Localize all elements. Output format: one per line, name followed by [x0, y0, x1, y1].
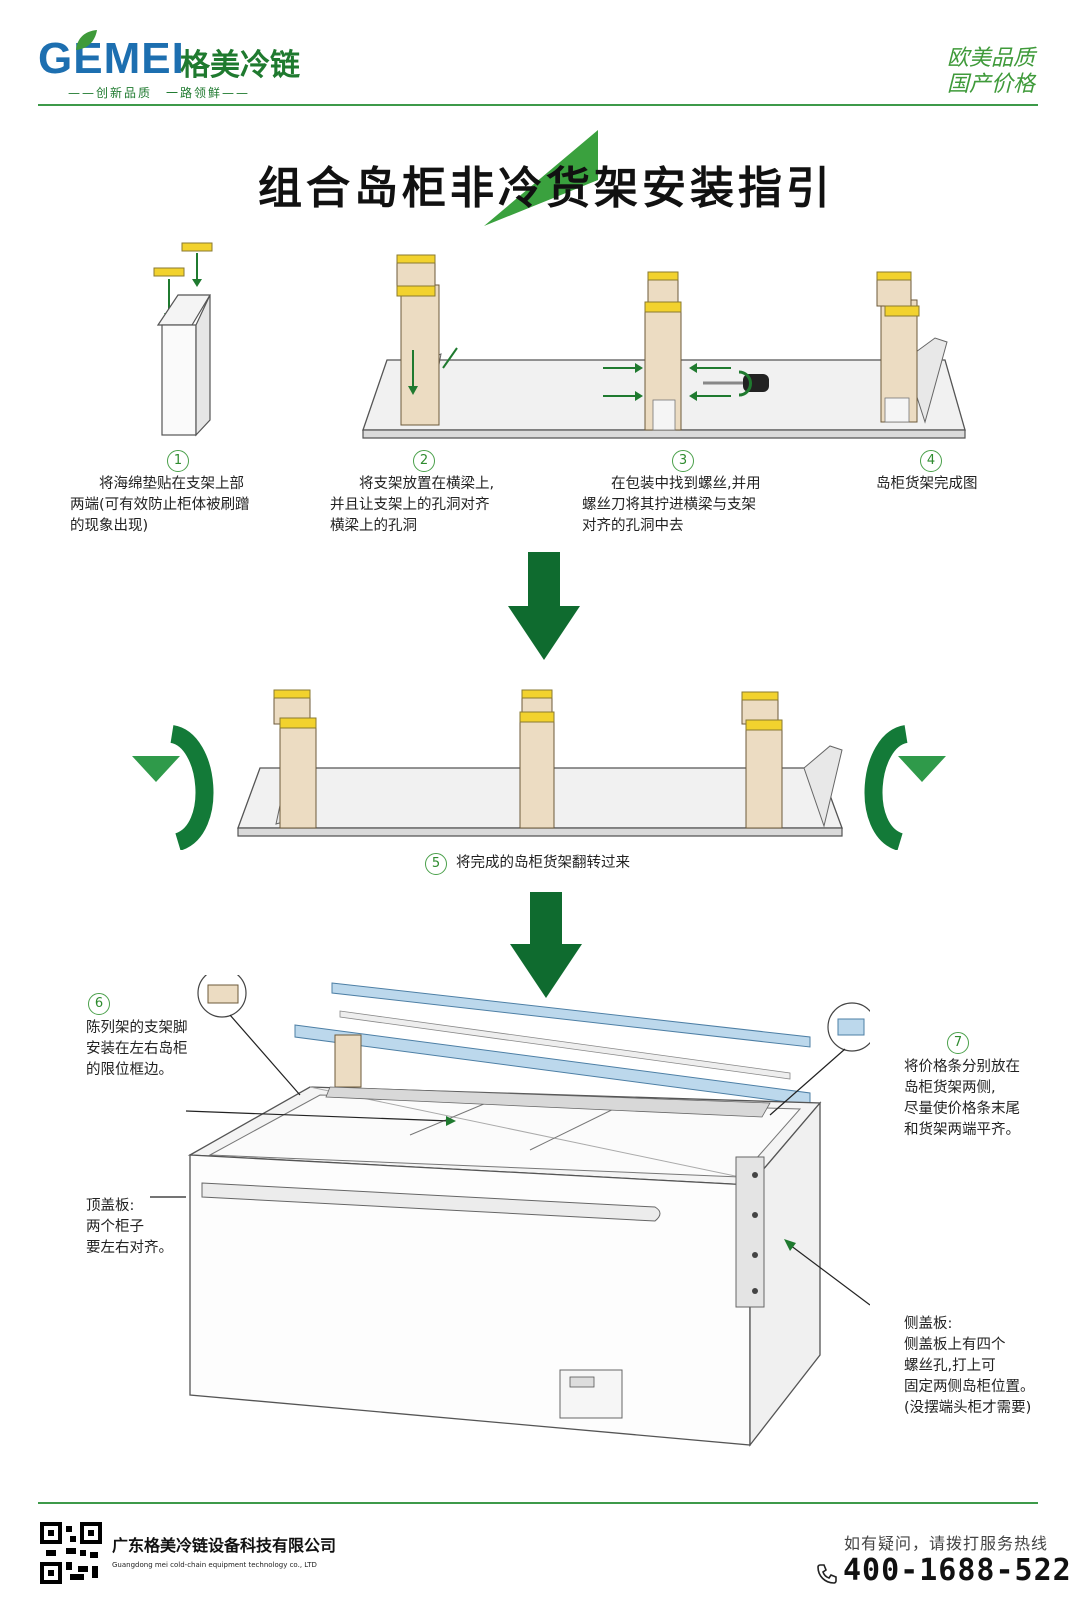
step2-caption: 将支架放置在横梁上, 并且让支架上的孔洞对齐 横梁上的孔洞 [330, 476, 495, 534]
step4-number: 4 [920, 450, 942, 472]
phone-icon [817, 1564, 837, 1584]
rotate-left-icon [132, 725, 214, 850]
step4-caption: 岛柜货架完成图 [876, 476, 978, 492]
leaf-icon [76, 30, 97, 50]
step1-illustration [153, 242, 213, 437]
steps2-4-illustration [362, 254, 966, 439]
freezer-illustration [150, 975, 870, 1447]
step5-illustration [237, 689, 843, 837]
down-arrow-icon-2 [510, 892, 582, 998]
slogan-line-1: 欧美品质 [946, 46, 1035, 71]
down-arrow-icon [508, 552, 580, 660]
side-cover-note: 侧盖板: 侧盖板上有四个 螺丝孔,打上可 固定两侧岛柜位置。 (没摆端头柜才需要… [904, 1316, 1035, 1416]
hotline-phone: 400-1688-522 [843, 1553, 1072, 1588]
step6-number: 6 [88, 993, 110, 1015]
title-green-slash [484, 130, 598, 226]
page-title: 组合岛柜非冷货架安装指引 [258, 163, 834, 214]
slogan-line-2: 国产价格 [946, 72, 1035, 97]
footer-rule [38, 1502, 1038, 1504]
step3-caption: 在包装中找到螺丝,并用 螺丝刀将其拧进横梁与支架 对齐的孔洞中去 [582, 476, 761, 534]
step6-caption: 陈列架的支架脚 安装在左右岛柜 的限位框边。 [86, 1020, 188, 1078]
logo-chinese: 格美冷链 [180, 48, 300, 83]
header-rule [38, 104, 1038, 106]
slogan: 欧美品质 国产价格 [900, 46, 1035, 98]
step5-number: 5 [425, 853, 447, 875]
company-name-en: Guangdong mei cold-chain equipment techn… [112, 1561, 317, 1569]
step7-number: 7 [947, 1032, 969, 1054]
qr-code-icon [40, 1522, 102, 1584]
top-cover-note: 顶盖板: 两个柜子 要左右对齐。 [86, 1198, 173, 1256]
rotate-right-icon [864, 725, 946, 850]
step3-number: 3 [672, 450, 694, 472]
step7-caption: 将价格条分别放在 岛柜货架两侧, 尽量使价格条末尾 和货架两端平齐。 [904, 1059, 1020, 1138]
step5-caption: 将完成的岛柜货架翻转过来 [456, 855, 630, 871]
header: GEMEI 格美冷链 ——创新品质 一路领鲜—— 欧美品质 国产价格 [0, 0, 1080, 110]
hotline-label: 如有疑问，请拨打服务热线 [844, 1534, 1049, 1553]
logo-wordmark: GEMEI [38, 34, 185, 83]
step1-number: 1 [167, 450, 189, 472]
step2-number: 2 [413, 450, 435, 472]
company-name-cn: 广东格美冷链设备科技有限公司 [112, 1536, 337, 1555]
logo-tagline: ——创新品质 一路领鲜—— [68, 86, 251, 100]
step1-caption: 将海绵垫贴在支架上部 两端(可有效防止柜体被刷蹭 的现象出现) [70, 476, 250, 534]
